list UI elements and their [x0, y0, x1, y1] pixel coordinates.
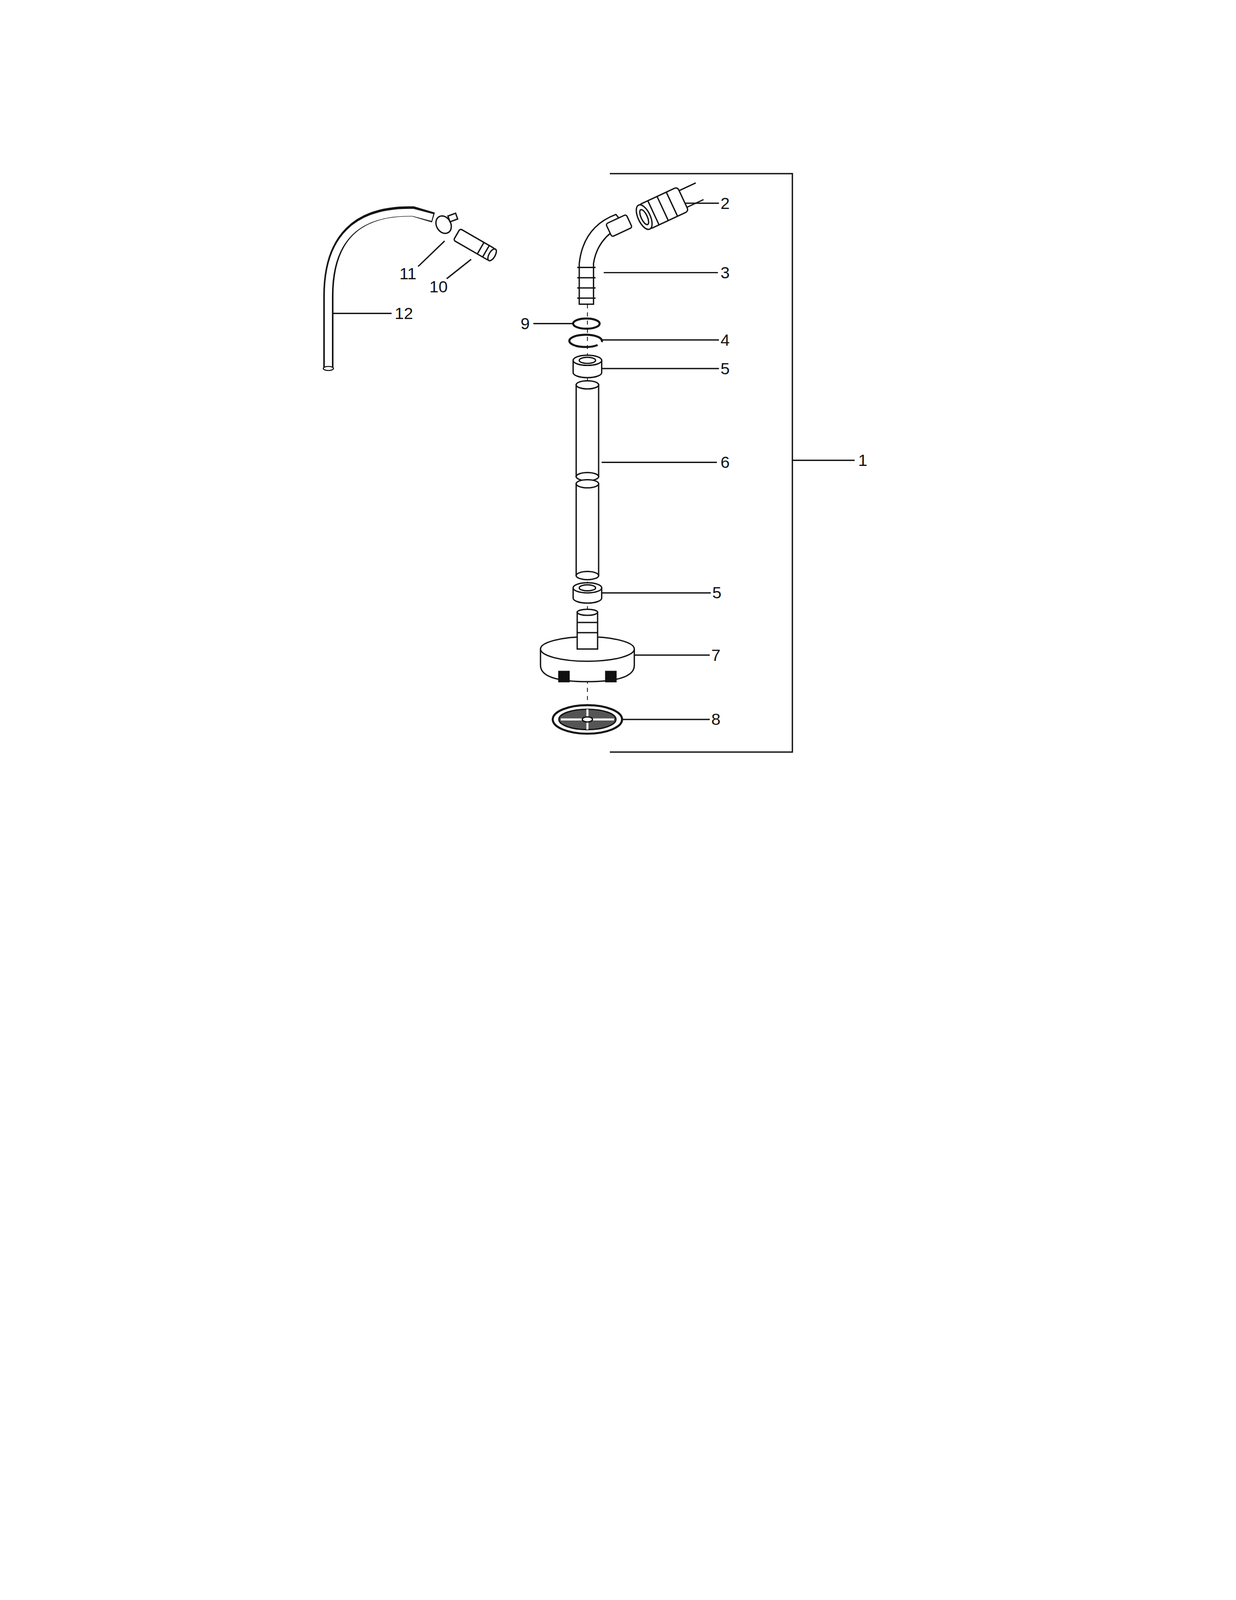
- callout-number: 1: [857, 451, 868, 469]
- callout-number: 10: [429, 278, 448, 295]
- callout-number: 5: [720, 360, 730, 377]
- tube: [323, 211, 434, 371]
- callout-number: 11: [399, 265, 417, 282]
- callout-number: 9: [520, 315, 530, 332]
- callout-number: 8: [711, 710, 721, 728]
- clamp: [432, 213, 458, 237]
- callout-number: 2: [720, 194, 730, 212]
- callout-number: 12: [394, 304, 413, 322]
- callout-number: 3: [720, 264, 730, 281]
- strainer-screen: [552, 704, 622, 734]
- callout-number: 4: [720, 331, 730, 349]
- filter-base: [540, 609, 635, 682]
- callout-number: 7: [711, 646, 721, 664]
- callout-number: 5: [712, 584, 722, 601]
- elbow: [577, 214, 633, 304]
- clip: [572, 355, 602, 378]
- callout-number: 6: [720, 453, 730, 471]
- leader-line: [792, 459, 855, 461]
- snap-ring: [569, 334, 603, 347]
- nozzle: [453, 228, 499, 263]
- tube-section: [576, 380, 599, 580]
- coupling-nut: [633, 179, 706, 232]
- clip: [572, 582, 602, 603]
- o-ring: [572, 318, 600, 329]
